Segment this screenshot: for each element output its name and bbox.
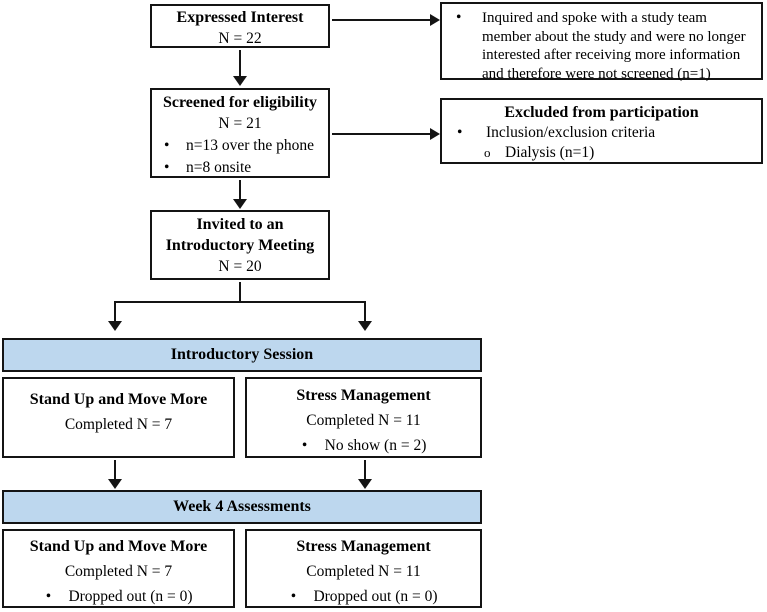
node-bullet: Dropped out (n = 0) — [313, 588, 438, 605]
node-bullet: No show (n = 2) — [324, 437, 427, 454]
arrowhead-right-icon — [430, 14, 440, 26]
screened-bullet-phone: n=13 over the phone — [186, 137, 314, 154]
node-not-screened-note: • Inquired and spoke with a study team m… — [440, 2, 763, 82]
node-completed: Completed N = 7 — [64, 563, 173, 580]
node-bullet: Dropped out (n = 0) — [68, 588, 193, 605]
connector-line — [239, 180, 241, 200]
bullet-icon: • — [290, 588, 297, 605]
arrowhead-down-icon — [108, 321, 122, 331]
arrowhead-down-icon — [358, 321, 372, 331]
excluded-sub-bullet: Dialysis (n=1) — [505, 144, 595, 161]
arrowhead-down-icon — [358, 479, 372, 489]
arrowhead-down-icon — [233, 76, 247, 86]
node-title-line2: Introductory Meeting — [165, 237, 315, 254]
arrowhead-right-icon — [430, 128, 440, 140]
node-week4-stress-management: Stress Management Completed N = 11 • Dro… — [245, 529, 482, 608]
circle-bullet-icon: o — [484, 145, 491, 160]
bullet-icon: • — [164, 159, 170, 176]
connector-line — [364, 301, 366, 322]
connector-line — [332, 19, 431, 21]
connector-line — [364, 460, 366, 480]
node-title-line1: Invited to an — [196, 216, 284, 233]
bullet-icon: • — [456, 9, 462, 26]
arrowhead-down-icon — [233, 199, 247, 209]
node-intro-stress-management: Stress Management Completed N = 11 • No … — [245, 377, 482, 458]
node-title: Stress Management — [296, 387, 431, 404]
connector-line — [114, 301, 116, 322]
node-week4-stand-up: Stand Up and Move More Completed N = 7 •… — [2, 529, 235, 608]
node-count: N = 20 — [218, 258, 262, 275]
node-count: N = 21 — [218, 115, 262, 132]
excluded-bullet: Inclusion/exclusion criteria — [486, 124, 656, 141]
node-title: Expressed Interest — [176, 9, 304, 26]
node-expressed-interest: Expressed Interest N = 22 — [150, 4, 330, 48]
node-screened: Screened for eligibility N = 21 • n=13 o… — [150, 88, 330, 178]
connector-line — [114, 301, 366, 303]
node-count: N = 22 — [218, 30, 262, 47]
bullet-icon: • — [45, 588, 52, 605]
screened-bullet-onsite: n=8 onsite — [186, 159, 252, 176]
node-title: Excluded from participation — [504, 104, 699, 121]
node-title: Stand Up and Move More — [29, 391, 208, 408]
node-title: Screened for eligibility — [162, 94, 318, 111]
section-bar-week4-assessments: Week 4 Assessments — [2, 490, 482, 524]
node-completed: Completed N = 11 — [306, 412, 421, 429]
section-bar-title: Week 4 Assessments — [173, 498, 311, 515]
note-text: Inquired and spoke with a study team mem… — [482, 10, 746, 82]
bullet-icon: • — [457, 124, 463, 141]
node-intro-stand-up: Stand Up and Move More Completed N = 7 — [2, 377, 235, 458]
connector-line — [332, 133, 431, 135]
node-excluded: Excluded from participation • Inclusion/… — [440, 98, 763, 164]
connector-line — [239, 282, 241, 303]
connector-line — [114, 460, 116, 480]
bullet-icon: • — [301, 437, 308, 454]
node-completed: Completed N = 7 — [64, 416, 173, 433]
section-bar-title: Introductory Session — [170, 346, 314, 363]
bullet-icon: • — [164, 137, 170, 154]
connector-line — [239, 50, 241, 77]
node-title: Stress Management — [296, 538, 431, 555]
arrowhead-down-icon — [108, 479, 122, 489]
node-title: Stand Up and Move More — [29, 538, 208, 555]
node-invited: Invited to an Introductory Meeting N = 2… — [150, 210, 330, 280]
section-bar-introductory-session: Introductory Session — [2, 338, 482, 372]
node-completed: Completed N = 11 — [306, 563, 421, 580]
